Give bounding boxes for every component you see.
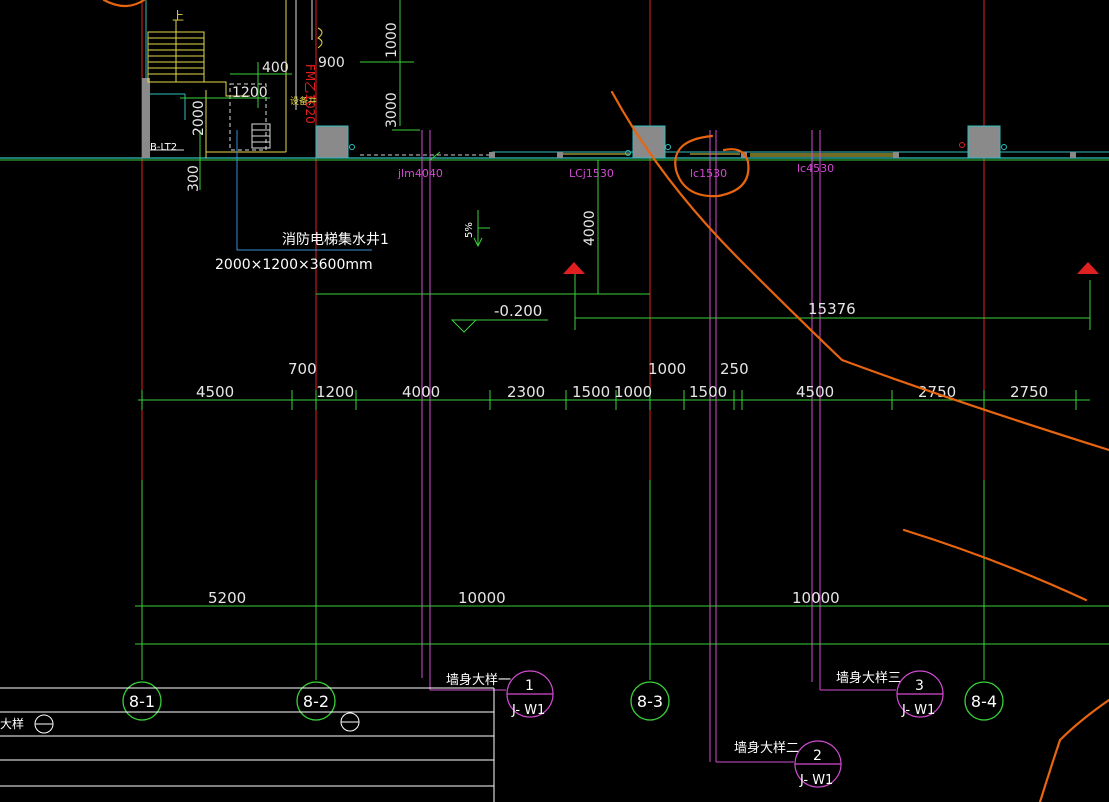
dim-row-2-line — [135, 596, 1109, 650]
dim-row1-6: 1500 — [689, 383, 727, 401]
dim-offset-700: 700 — [288, 360, 317, 378]
detail-3-ref: J- W1 — [901, 703, 935, 718]
dim-row2-2: 10000 — [792, 589, 840, 607]
dim-row1-4: 1500 — [572, 383, 610, 401]
dim-2000-vertical: 2000 — [191, 100, 207, 136]
grid-bubbles — [122, 681, 1004, 721]
door-fm-label: FM乙1020 — [303, 64, 317, 124]
dim-row2-1: 10000 — [458, 589, 506, 607]
grid-lines — [141, 0, 985, 680]
dim-300-vertical: 300 — [186, 165, 202, 192]
sump-leader — [236, 130, 372, 251]
dim-3000-vertical: 3000 — [384, 92, 400, 128]
dim-4000-vertical: 4000 — [582, 210, 598, 246]
dim-row-1-labels: 4500 1200 4000 2300 1500 1000 1500 4500 … — [196, 360, 1048, 401]
detail-2-num: 2 — [813, 748, 822, 764]
detail-2-ref: J- W1 — [799, 773, 833, 788]
dim-row1-2: 4000 — [402, 383, 440, 401]
equipment-shaft-label: 设备井 — [290, 95, 317, 107]
detail-3-num: 3 — [915, 678, 924, 694]
detail-callouts — [506, 670, 944, 788]
dim-offset-250: 250 — [720, 360, 749, 378]
dim-row1-7: 4500 — [796, 383, 834, 401]
title-block-frag1: 大样 — [0, 716, 24, 731]
opening-lc-b: lc4530 — [797, 162, 834, 175]
dim-900: 900 — [318, 55, 345, 71]
detail-2-label: 墙身大样二 — [734, 740, 799, 756]
dim-15376: 15376 — [808, 300, 856, 318]
grid-label-8-4: 8-4 — [971, 692, 997, 711]
detail-1-num: 1 — [525, 678, 534, 694]
main-wall — [0, 151, 1109, 161]
title-block — [0, 687, 495, 802]
grid-label-8-1: 8-1 — [129, 692, 155, 711]
dim-row1-1: 1200 — [316, 383, 354, 401]
opening-jlm: jlm4040 — [397, 167, 443, 180]
sump-size: 2000×1200×3600mm — [215, 257, 373, 273]
columns — [315, 125, 1007, 159]
dim-row-1-line — [138, 390, 1090, 410]
slope-arrow — [473, 210, 490, 248]
slope-label: 5% — [464, 222, 475, 238]
dim-1000-vertical: 1000 — [384, 22, 400, 58]
dim-1200-stair: 1200 — [232, 85, 268, 101]
sump-name: 消防电梯集水井1 — [282, 231, 389, 248]
dim-offset-1000: 1000 — [648, 360, 686, 378]
stair-up-label: 上 — [172, 9, 184, 23]
level-dims — [316, 151, 1099, 333]
dim-row1-9: 2750 — [1010, 383, 1048, 401]
dim-400: 400 — [262, 60, 289, 76]
level-label: -0.200 — [494, 302, 542, 320]
opening-lcj: LCj1530 — [569, 167, 614, 180]
stair-block — [142, 0, 420, 190]
opening-lc-a: lc1530 — [690, 167, 727, 180]
dim-row1-5: 1000 — [614, 383, 652, 401]
detail-1-label: 墙身大样一 — [446, 672, 511, 688]
stair-tag: B-LT2 — [150, 142, 177, 153]
markup-annotations — [102, 0, 1109, 802]
detail-1-ref: J- W1 — [511, 703, 545, 718]
dim-row2-0: 5200 — [208, 589, 246, 607]
dim-row-2-labels: 5200 10000 10000 — [208, 589, 840, 607]
dim-row1-0: 4500 — [196, 383, 234, 401]
detail-leaders — [421, 130, 896, 763]
dim-row1-3: 2300 — [507, 383, 545, 401]
grid-label-8-2: 8-2 — [303, 692, 329, 711]
grid-label-8-3: 8-3 — [637, 692, 663, 711]
detail-3-label: 墙身大样三 — [836, 670, 901, 686]
